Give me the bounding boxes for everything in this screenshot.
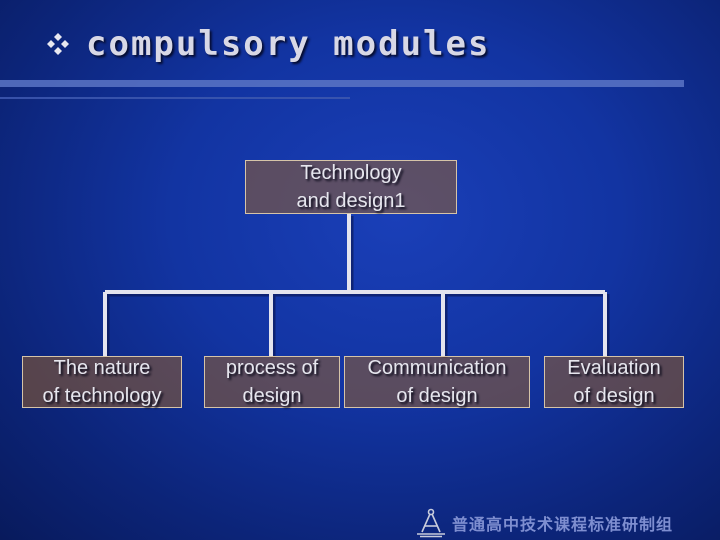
child-node-line1: process of	[225, 357, 319, 379]
root-node-line1: Technology	[300, 162, 402, 184]
child-node-line2: design	[242, 385, 302, 407]
title-underline-thin	[0, 97, 350, 99]
child-node-nature: The nature of technology	[22, 356, 182, 408]
slide-title: compulsory modules	[86, 24, 491, 64]
title-row: compulsory modules	[46, 22, 490, 66]
child-node-line1: Evaluation	[567, 357, 661, 379]
child-node-line1: Communication	[367, 357, 507, 379]
footer-text: 普通高中技术课程标准研制组	[452, 515, 674, 534]
root-node: Technology and design1	[245, 160, 457, 214]
title-underline-thick	[0, 80, 684, 87]
compass-logo-icon	[417, 508, 445, 538]
child-node-line1: The nature	[53, 357, 151, 379]
root-node-line2: and design1	[296, 190, 406, 212]
child-node-communication: Communication of design	[344, 356, 530, 408]
child-node-line2: of technology	[42, 385, 162, 407]
four-diamond-bullet-icon	[47, 33, 69, 55]
child-node-line2: of design	[573, 385, 655, 407]
footer: 普通高中技术课程标准研制组	[414, 506, 673, 540]
child-node-process: process of design	[204, 356, 340, 408]
child-node-evaluation: Evaluation of design	[544, 356, 684, 408]
child-node-line2: of design	[396, 385, 478, 407]
